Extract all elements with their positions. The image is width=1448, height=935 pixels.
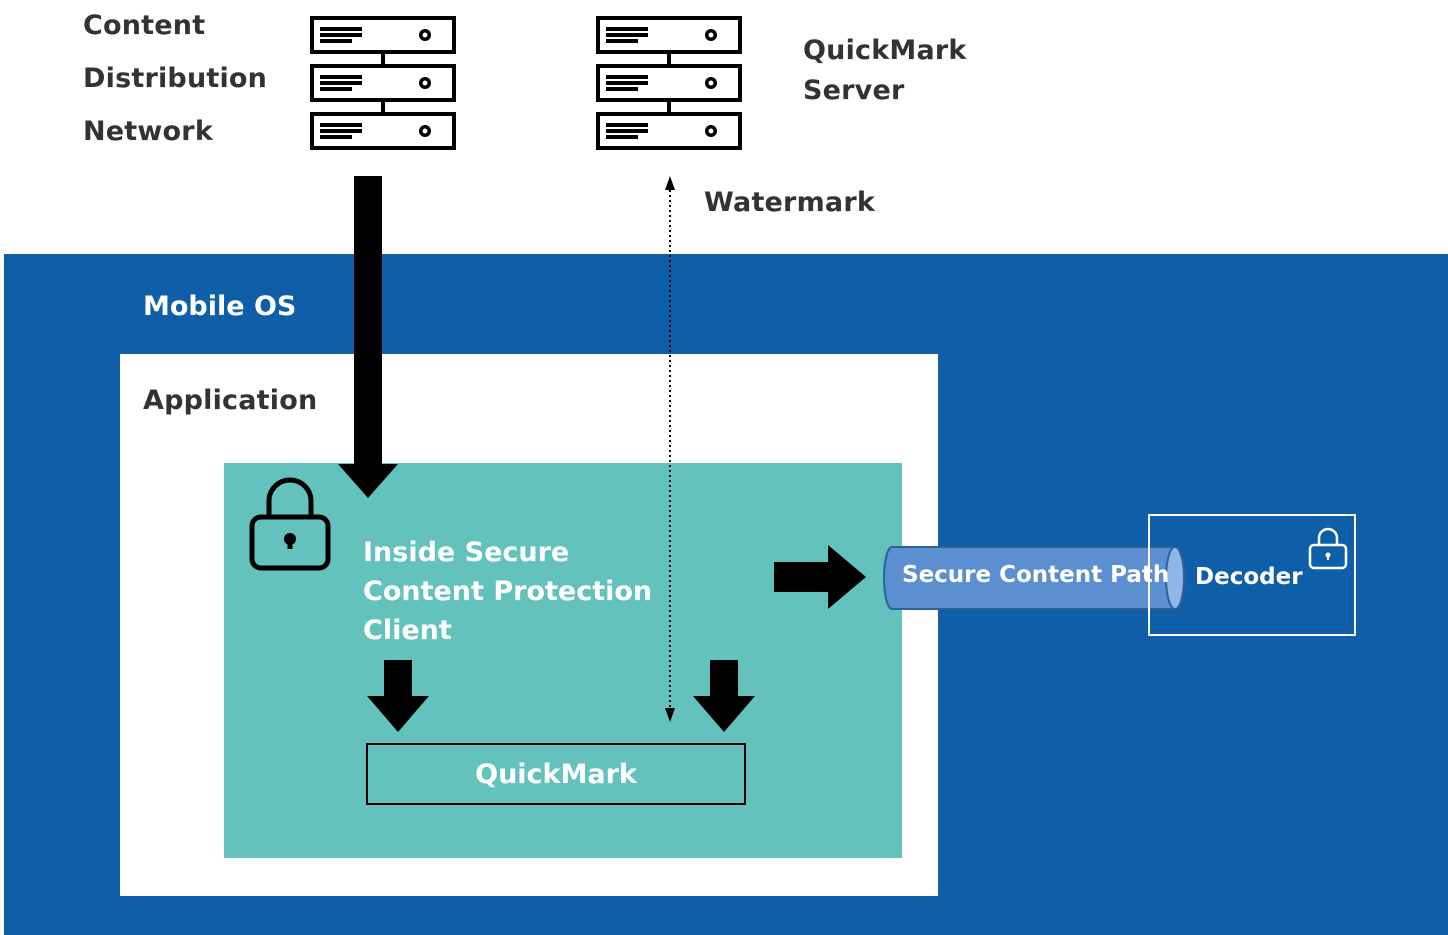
cdn-arrow-down-icon: [338, 176, 398, 498]
decoder-label: Decoder: [1195, 564, 1303, 590]
arrow-right-icon: [774, 545, 866, 609]
decoder-box: [1148, 514, 1356, 636]
quickmark-server-label: QuickMark Server: [803, 31, 967, 111]
padlock-icon: [249, 477, 331, 571]
mobile-os-label: Mobile OS: [143, 291, 297, 322]
cdn-label-line-1: Content: [83, 10, 206, 41]
secure-client-label-line-1: Inside Secure: [363, 537, 570, 568]
decoder-padlock-icon: [1308, 527, 1348, 570]
cdn-label: Content Distribution Network: [83, 0, 267, 158]
dotted-double-arrow-icon: [665, 176, 675, 722]
quickmark-server-icon: [596, 16, 742, 150]
secure-client-label-line-2: Content Protection: [363, 576, 653, 607]
quickmark-label: QuickMark: [475, 758, 637, 790]
secure-client-region: [224, 463, 902, 858]
cdn-label-line-2: Distribution: [83, 63, 268, 94]
quickmark-server-label-line-1: QuickMark: [803, 35, 967, 66]
watermark-label: Watermark: [704, 187, 875, 218]
cdn-server-icon: [310, 16, 456, 150]
quickmark-server-label-line-2: Server: [803, 75, 905, 106]
secure-content-path-pipe: [883, 546, 1185, 610]
application-label: Application: [143, 385, 318, 416]
secure-content-path-label: Secure Content Path: [902, 562, 1170, 588]
cdn-label-line-3: Network: [83, 116, 213, 147]
watermark-arrow-down-icon: [693, 660, 755, 732]
client-arrow-down-icon: [367, 660, 429, 732]
secure-client-label-line-3: Client: [363, 615, 452, 646]
quickmark-box: QuickMark: [366, 743, 746, 805]
secure-client-label: Inside Secure Content Protection Client: [363, 533, 652, 650]
